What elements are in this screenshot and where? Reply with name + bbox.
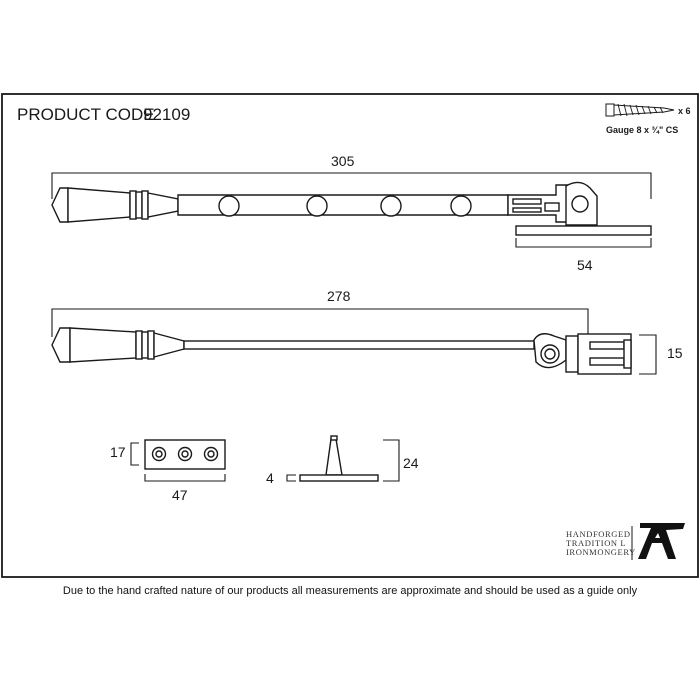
pin-plate-54	[515, 225, 652, 248]
screw-icon	[605, 103, 675, 117]
dimension-47: 47	[172, 487, 188, 503]
product-code-label: PRODUCT CODE	[17, 105, 155, 124]
dimension-17: 17	[110, 444, 126, 460]
pin-plate-front	[130, 439, 226, 482]
dimension-54: 54	[577, 257, 593, 273]
dimension-15: 15	[667, 345, 683, 361]
locking-pin-side	[286, 435, 400, 482]
stay-hole-2	[306, 195, 328, 217]
brand-logo: HANDFORGED TRADITION L IRONMONGERY	[566, 523, 685, 560]
footer-disclaimer: Due to the hand crafted nature of our pr…	[63, 585, 638, 597]
rod-stay-arm	[51, 327, 632, 375]
product-code-value: 92109	[143, 105, 190, 124]
drawing-frame	[1, 93, 699, 578]
dimension-4: 4	[266, 470, 274, 486]
casement-stay-arm	[51, 181, 598, 226]
dimension-24: 24	[403, 455, 419, 471]
screw-gauge: Gauge 8 x ¾" CS	[606, 125, 678, 135]
stay-hole-3	[380, 195, 402, 217]
hinge-15-dimension	[639, 334, 657, 375]
dimension-305: 305	[331, 153, 355, 169]
brand-line-3: IRONMONGERY	[566, 547, 636, 557]
brand-line-1: HANDFORGED	[566, 529, 631, 539]
anvil-mark-icon	[638, 523, 685, 559]
dimension-278: 278	[327, 288, 351, 304]
screw-quantity: x 6	[678, 106, 691, 116]
stay-hole-1	[218, 195, 240, 217]
stay-hole-4	[450, 195, 472, 217]
brand-line-2: TRADITION L	[566, 538, 626, 548]
stay-305-dimension	[51, 172, 652, 199]
stay-278-dimension	[51, 308, 589, 337]
